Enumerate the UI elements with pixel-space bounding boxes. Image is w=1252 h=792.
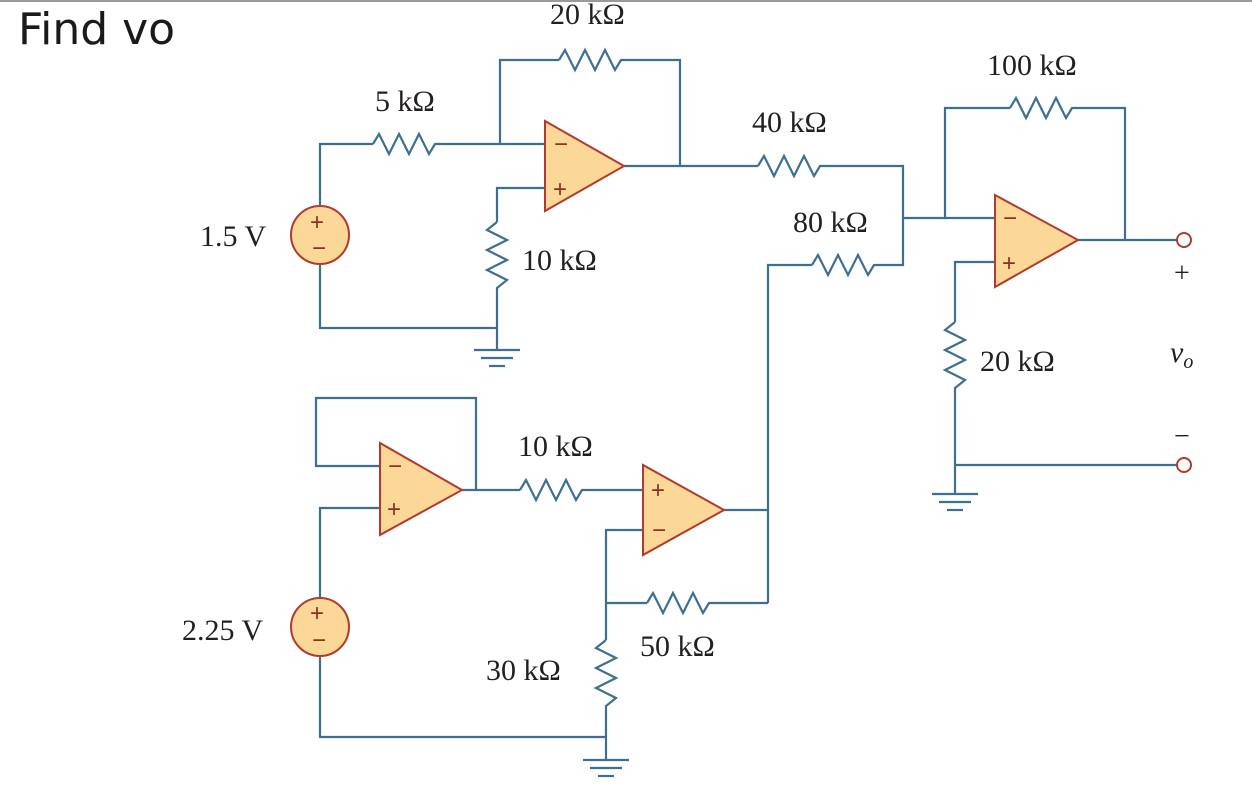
- wire-fb1-left: [498, 58, 559, 144]
- source-2-icon: [290, 597, 350, 657]
- label-40k: 40 kΩ: [752, 106, 827, 139]
- opamp-2-body: [379, 441, 465, 537]
- opamp-4: + −: [642, 463, 727, 557]
- wire-inv4: [604, 528, 643, 640]
- wire-noninv3: [953, 260, 995, 322]
- wire-noninv1: [495, 186, 545, 222]
- source-2-label: 2.25 V: [182, 614, 263, 647]
- opamp-3-body: [994, 193, 1081, 289]
- output-terminal-plus: [1176, 232, 1192, 248]
- wire-buffer-noninv: [318, 506, 380, 598]
- wire-v1-bottom: [318, 265, 497, 330]
- label-10k-mid: 10 kΩ: [518, 430, 593, 463]
- wire-40k-node: [826, 164, 905, 267]
- opamp-3-minus: −: [1003, 205, 1017, 232]
- wires: [314, 58, 1178, 760]
- source-1-minus: −: [312, 235, 326, 262]
- label-100k: 100 kΩ: [987, 49, 1077, 82]
- resistors: [372, 47, 1075, 710]
- opamp-1-plus: +: [553, 176, 567, 203]
- resistor-40k: [757, 153, 826, 179]
- opamp-2-minus: −: [388, 453, 402, 480]
- resistor-30k: [593, 639, 619, 710]
- opamp-4-minus: −: [652, 517, 666, 544]
- resistor-20k-top: [558, 47, 627, 73]
- output-terminal-minus: [1176, 457, 1192, 473]
- opamp-1-body: [544, 119, 627, 213]
- output-minus-sign: −: [1174, 421, 1190, 452]
- resistor-50k: [646, 590, 713, 616]
- resistor-100k: [1009, 95, 1075, 121]
- resistor-10k-mid: [519, 477, 588, 503]
- source-1-plus: +: [310, 209, 324, 236]
- ground-1-icon: [474, 348, 520, 368]
- wire-v1-top: [318, 142, 373, 205]
- label-10k-ground: 10 kΩ: [522, 244, 597, 277]
- wire-v2-bottom: [318, 656, 606, 739]
- resistor-20k-right: [942, 321, 968, 394]
- label-50k: 50 kΩ: [640, 630, 715, 663]
- wire-80k-left: [766, 263, 812, 603]
- wire-fb3-right: [1075, 106, 1127, 240]
- resistor-80k: [811, 252, 880, 278]
- source-1-icon: [290, 205, 350, 265]
- opamp-3-plus: +: [1002, 250, 1016, 277]
- resistor-10k-ground: [484, 221, 510, 294]
- opamp-4-plus: +: [651, 477, 665, 504]
- opamp-4-body: [642, 463, 727, 557]
- voltage-source-2: + − 2.25 V: [182, 597, 350, 657]
- label-20k-right: 20 kΩ: [980, 345, 1055, 378]
- resistor-5k: [372, 131, 452, 157]
- wire-buffer-fb: [314, 396, 478, 490]
- label-20k-top: 20 kΩ: [550, 0, 625, 31]
- ground-3-icon: [583, 758, 629, 778]
- opamp-2-buffer: − +: [379, 441, 465, 537]
- opamp-2-plus: +: [387, 496, 401, 523]
- output-voltage-sub: o: [1183, 351, 1193, 373]
- label-80k: 80 kΩ: [793, 206, 868, 239]
- wire-fb1-right: [627, 58, 682, 166]
- output-plus-sign: +: [1174, 258, 1190, 289]
- voltage-source-1: + − 1.5 V: [200, 205, 350, 265]
- label-30k: 30 kΩ: [486, 654, 561, 687]
- output-voltage-label: vo: [1170, 336, 1193, 373]
- label-5k: 5 kΩ: [375, 85, 435, 118]
- source-1-label: 1.5 V: [200, 220, 266, 253]
- opamp-3: − +: [994, 193, 1081, 289]
- page-title: Find vo: [18, 4, 176, 55]
- source-2-minus: −: [312, 627, 326, 654]
- wire-fb3-left: [943, 106, 1010, 218]
- ground-2-icon: [932, 492, 978, 512]
- opamp-1: − +: [544, 119, 627, 213]
- top-border: [0, 0, 1252, 2]
- source-2-plus: +: [310, 600, 324, 627]
- output-voltage-main: v: [1170, 336, 1184, 369]
- opamp-1-minus: −: [554, 131, 568, 158]
